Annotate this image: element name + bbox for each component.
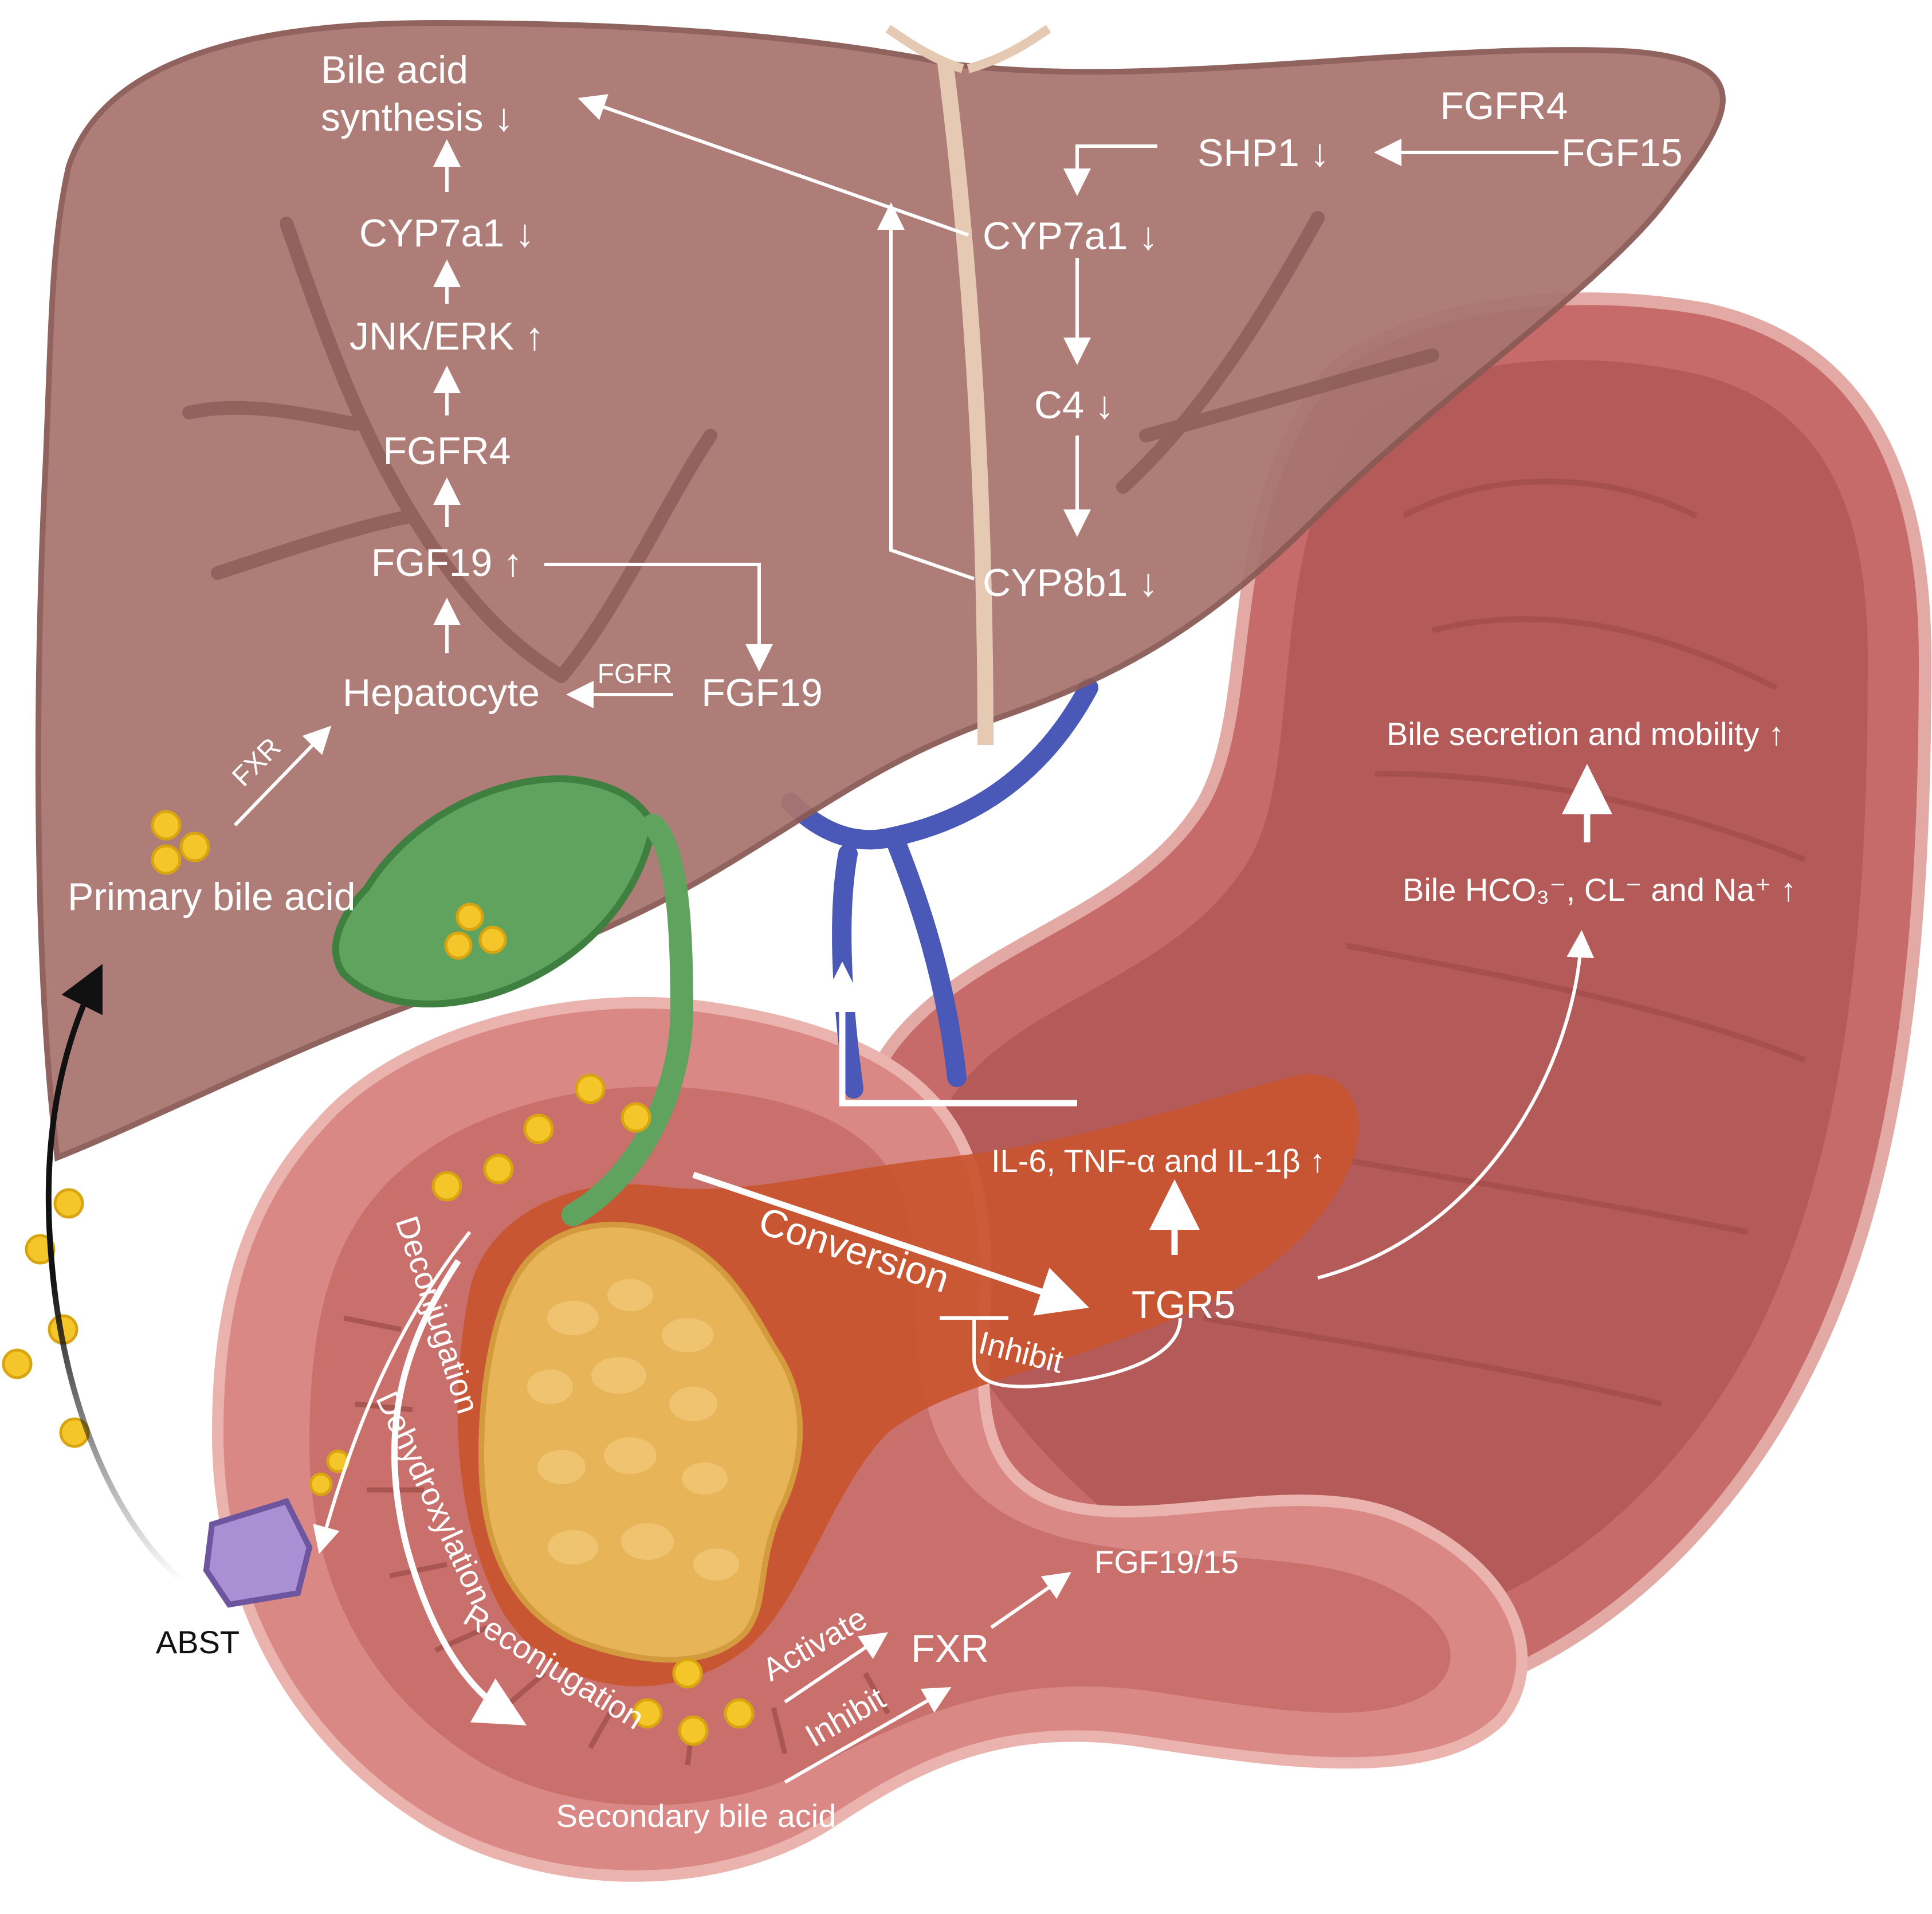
label-abst: ABST	[156, 1624, 239, 1660]
label-fgf19: FGF19	[701, 671, 823, 715]
label-bile-acid-synthesis-2: synthesis ↓	[321, 96, 513, 139]
label-fgfr4-left: FGFR4	[383, 429, 511, 473]
bile-acid-particles	[2, 810, 755, 1746]
label-shp1: SHP1 ↓	[1197, 131, 1330, 175]
label-fgfr4-right: FGFR4	[1440, 84, 1568, 128]
label-jnk-erk: JNK/ERK ↑	[350, 315, 544, 358]
label-cytokines: IL-6, TNF-α and IL-1β ↑	[991, 1143, 1325, 1179]
label-bile-secretion: Bile secretion and mobility ↑	[1387, 716, 1784, 752]
pancreatic-fat	[478, 1222, 803, 1663]
label-fgfr: FGFR	[598, 659, 673, 689]
label-cyp7a1-right: CYP7a1 ↓	[983, 214, 1158, 258]
label-tgr5: TGR5	[1132, 1283, 1235, 1327]
abst-transporter	[203, 1497, 313, 1608]
label-c4: C4 ↓	[1034, 383, 1114, 427]
label-secondary-bile-acid: Secondary bile acid	[556, 1798, 837, 1834]
label-cyp8b1: CYP8b1 ↓	[983, 561, 1158, 605]
label-hepatocyte: Hepatocyte	[343, 671, 540, 715]
enterohepatic-return-arrow	[45, 964, 186, 1584]
label-fgf19-15: FGF19/15	[1094, 1544, 1239, 1580]
label-fgf19-up: FGF19 ↑	[371, 541, 523, 585]
label-bile-acid-synthesis-1: Bile acid	[321, 48, 468, 92]
label-fgf15: FGF15	[1561, 131, 1683, 175]
pathway-arrows	[233, 94, 1612, 1784]
gallbladder	[332, 775, 694, 1226]
label-cyp7a1-left: CYP7a1 ↓	[359, 211, 535, 255]
label-primary-bile-acid: Primary bile acid	[68, 875, 356, 919]
label-bile-ions: Bile HCO₃⁻, CL⁻ and Na⁺ ↑	[1403, 872, 1796, 908]
label-fxr-gut: FXR	[911, 1627, 989, 1670]
